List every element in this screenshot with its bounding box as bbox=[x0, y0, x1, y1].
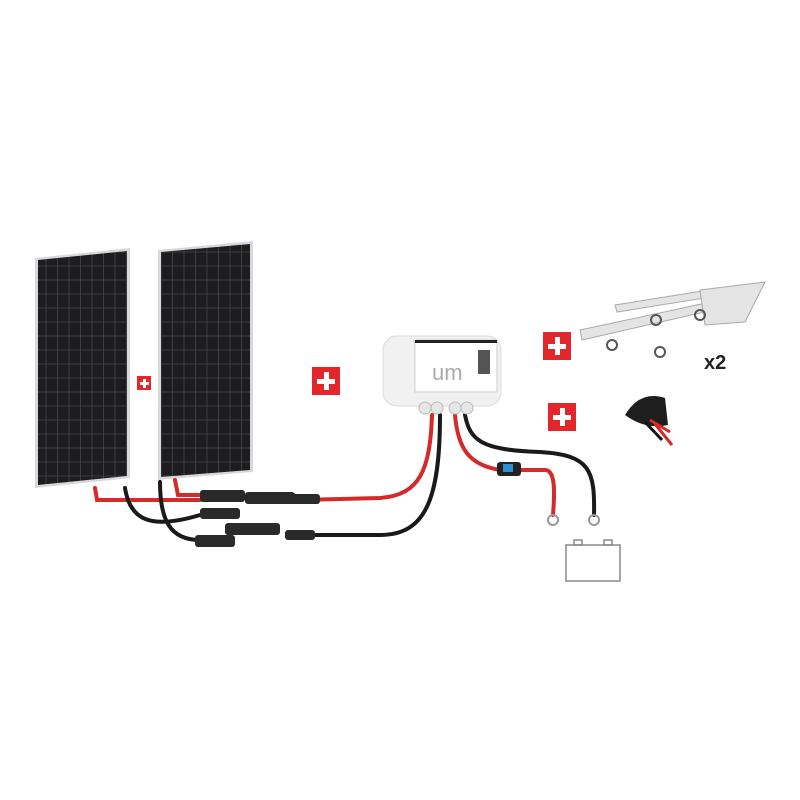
battery-icon bbox=[565, 539, 621, 582]
fuse-holder-icon bbox=[497, 462, 521, 476]
charge-controller-icon: um bbox=[382, 335, 502, 415]
plus-icon bbox=[548, 403, 576, 431]
mounting-bracket-icon bbox=[579, 281, 766, 358]
plus-icon bbox=[312, 367, 340, 395]
plus-icon bbox=[543, 332, 571, 360]
ring-terminal-icon bbox=[547, 514, 600, 526]
controller-logo: um bbox=[432, 360, 463, 385]
mount-quantity-label: x2 bbox=[704, 352, 727, 374]
mc4-connector-icon bbox=[195, 490, 320, 547]
solar-panel-icon bbox=[158, 241, 253, 480]
cables bbox=[93, 413, 597, 542]
plus-icon bbox=[137, 376, 151, 390]
solar-panel-icon bbox=[35, 248, 130, 488]
cable-gland-icon bbox=[625, 396, 674, 446]
